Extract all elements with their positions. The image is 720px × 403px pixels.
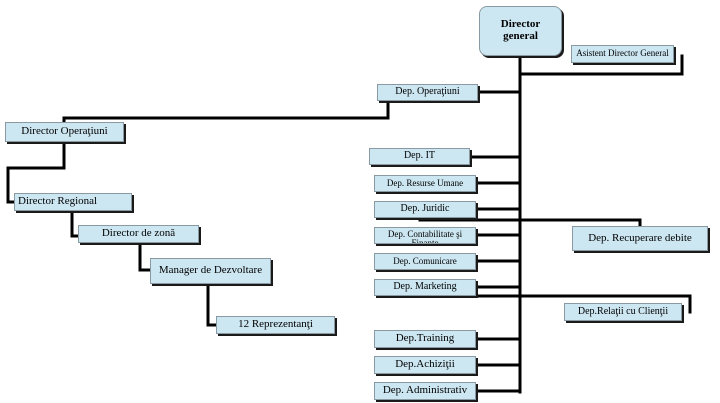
manager-dezvoltare-box: Manager de Dezvoltare	[150, 258, 271, 284]
dep-marketing-box: Dep. Marketing	[374, 279, 476, 296]
dep-comunicare-box: Dep. Comunicare	[374, 253, 476, 270]
chain-regional-to-zona	[70, 208, 80, 238]
asistent-box: Asistent Director General	[571, 45, 674, 63]
director-general-label: Director general	[500, 18, 541, 42]
dep-juridic-box: Dep. Juridic	[374, 201, 476, 218]
branch-relatii	[418, 294, 692, 314]
dep-training-box: Dep.Training	[374, 330, 476, 348]
dep-recuperare-box: Dep. Recuperare debite	[572, 226, 708, 251]
branch-recuperare	[418, 218, 642, 228]
chain-manager-to-reps	[206, 282, 218, 327]
director-general-box: Director general	[479, 6, 562, 56]
reprezentanti-box: 12 Reprezentanţi	[216, 316, 335, 334]
dep-operatiuni-box: Dep. Operaţiuni	[377, 84, 478, 101]
director-regional-box: Director Regional	[14, 193, 132, 211]
dep-contabilitate-box: Dep. Contabilitate şi Finanţe	[374, 227, 476, 244]
dep-it-box: Dep. IT	[369, 148, 470, 165]
chain-director-to-regional	[6, 140, 66, 204]
dep-relatii-box: Dep.Relaţii cu Clienţii	[564, 303, 682, 321]
dep-resurse-umane-box: Dep. Resurse Umane	[374, 175, 476, 192]
dep-administrativ-box: Dep. Administrativ	[374, 382, 476, 400]
director-zona-box: Director de zonă	[78, 225, 199, 243]
dep-achizitii-box: Dep.Achiziţii	[374, 356, 476, 374]
chain-op-to-director	[62, 99, 390, 124]
assistant-line	[518, 54, 684, 76]
chain-zona-to-manager	[138, 241, 152, 272]
director-operatiuni-box: Director Operaţiuni	[5, 122, 124, 142]
